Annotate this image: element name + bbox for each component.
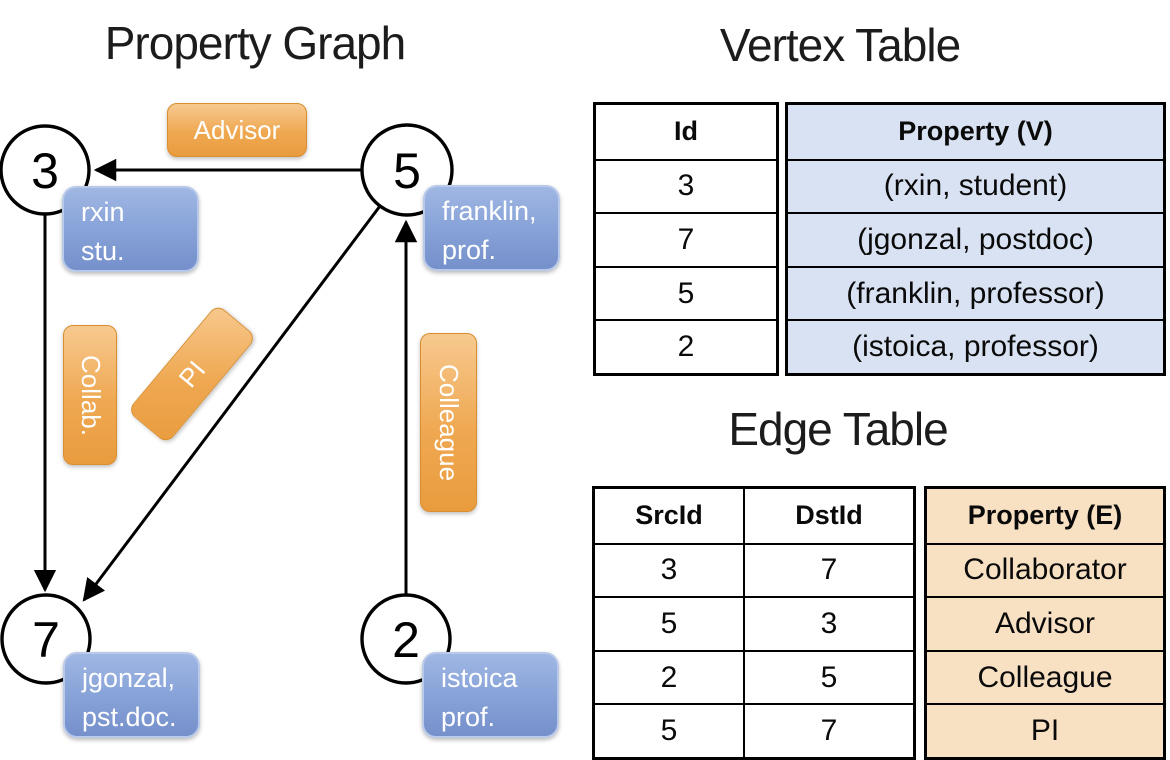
- edge-table-property-cell: Advisor: [927, 596, 1163, 650]
- edge-table-property-cell: Collaborator: [927, 542, 1163, 597]
- edge-table-dst-cell: 3: [743, 596, 913, 650]
- edge-table-title: Edge Table: [728, 403, 948, 455]
- edge-table-property-header: Property (E): [967, 500, 1123, 531]
- vertex-table-property-header: Property (V): [898, 116, 1053, 147]
- edge-table-src-cell: 2: [595, 649, 743, 704]
- node-7-id: 7: [32, 612, 60, 668]
- vertex-table-id-cell: 7: [596, 212, 776, 266]
- edge-table-src-cell: 3: [595, 542, 743, 597]
- edge-label-colleague-text: Colleague: [434, 363, 464, 482]
- node-5-property-line2: prof.: [442, 235, 497, 265]
- vertex-table-property-cell: (franklin, professor): [788, 265, 1163, 320]
- node-3-property-line1: rxin: [81, 197, 125, 227]
- edge-table-property-column: Property (E) Collaborator Advisor Collea…: [924, 486, 1166, 760]
- vertex-table-title: Vertex Table: [719, 19, 961, 71]
- node-2-property-line2: prof.: [441, 702, 496, 732]
- edge-table-dst-cell: 7: [743, 542, 913, 597]
- edge-table-property-cell: PI: [927, 703, 1163, 757]
- edge-table-src-cell: 5: [595, 596, 743, 650]
- vertex-table-property-cell: (istoica, professor): [788, 319, 1163, 373]
- vertex-table-id-cell: 2: [596, 319, 776, 373]
- edge-label-collab: Collab.: [63, 325, 117, 465]
- edge-table-src-cell: 5: [595, 703, 743, 757]
- edge-table-src-header: SrcId: [635, 500, 703, 531]
- edge-label-advisor-text: Advisor: [193, 114, 281, 145]
- edge-label-advisor: Advisor: [167, 103, 307, 157]
- node-5-property-label: franklin, prof.: [423, 185, 560, 271]
- edge-label-colleague: Colleague: [420, 333, 477, 512]
- edge-table-dst-cell: 7: [743, 703, 913, 757]
- vertex-table-property-cell: (jgonzal, postdoc): [788, 212, 1163, 266]
- edge-label-pi-text: PI: [172, 354, 212, 393]
- vertex-table-property-column: Property (V) (rxin, student) (jgonzal, p…: [785, 102, 1166, 376]
- node-3-property-label: rxin stu.: [62, 186, 199, 272]
- edge-label-collab-text: Collab.: [75, 354, 106, 436]
- edge-5-to-7: [82, 205, 382, 602]
- node-7-property-line2: pst.doc.: [82, 702, 177, 732]
- vertex-table-id-column: Id 3 7 5 2: [593, 102, 779, 376]
- vertex-table-id-cell: 5: [596, 265, 776, 320]
- node-2-property-label: istoica prof.: [422, 652, 559, 738]
- property-graph-title: Property Graph: [104, 17, 406, 69]
- edge-table-property-cell: Colleague: [927, 649, 1163, 704]
- vertex-table-id-cell: 3: [596, 158, 776, 213]
- vertex-table-id-header: Id: [674, 116, 698, 147]
- edge-table-dst-cell: 5: [743, 649, 913, 704]
- node-5-id: 5: [393, 143, 421, 199]
- node-3-property-line2: stu.: [81, 236, 125, 266]
- node-2-id: 2: [392, 612, 420, 668]
- vertex-table-property-cell: (rxin, student): [788, 158, 1163, 213]
- node-7-property-label: jgonzal, pst.doc.: [63, 652, 200, 738]
- edge-table-id-columns: SrcId DstId 3 7 5 3 2 5 5 7: [592, 486, 916, 760]
- node-2-property-line1: istoica: [441, 663, 518, 693]
- node-3-id: 3: [31, 143, 59, 199]
- edge-table-dst-header: DstId: [743, 489, 913, 543]
- node-7-property-line1: jgonzal,: [82, 663, 176, 693]
- node-5-property-line1: franklin,: [442, 196, 537, 226]
